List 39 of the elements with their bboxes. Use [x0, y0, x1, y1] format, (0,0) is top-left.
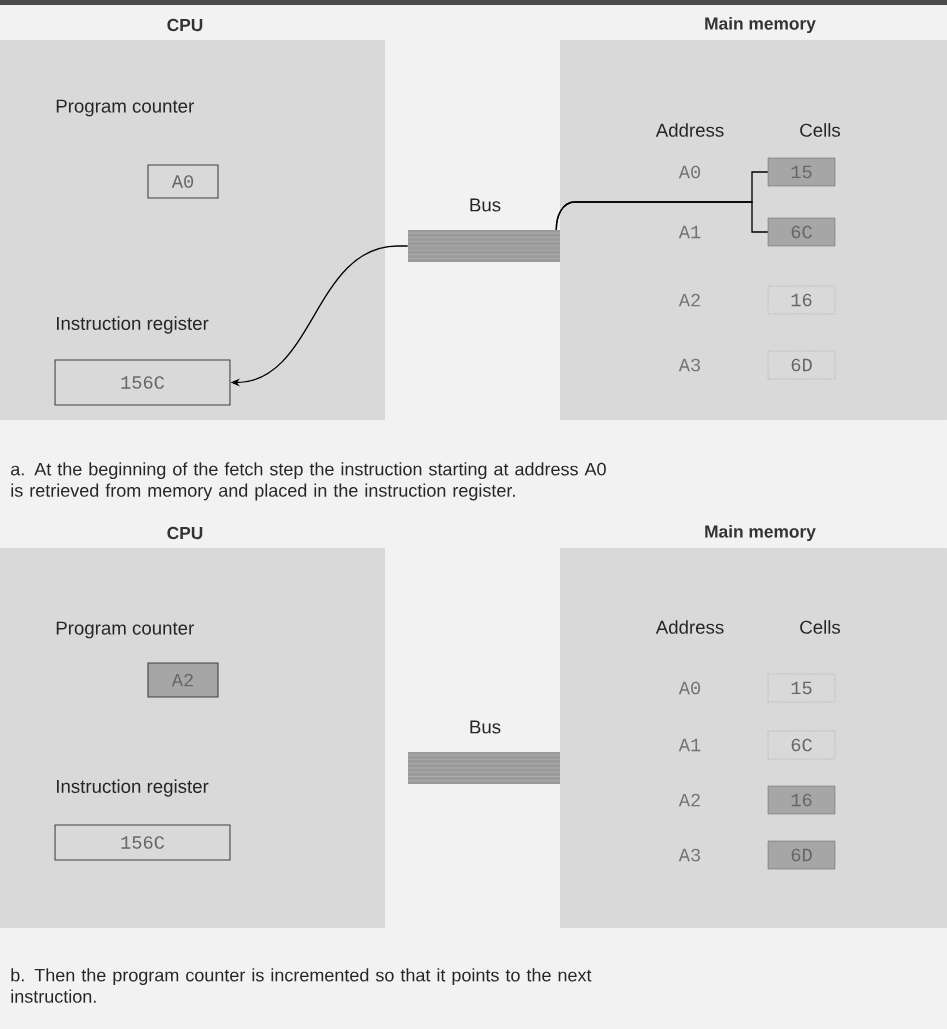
register-box: 156C [54, 824, 231, 861]
address-label: A1 [678, 225, 701, 239]
column-header: Cells [800, 620, 841, 634]
node-label: Bus [470, 720, 501, 734]
node-label: Main memory [705, 524, 816, 542]
memory-cell: 16 [767, 785, 836, 815]
memory-cell: 6C [767, 217, 836, 247]
address-label: A0 [678, 165, 701, 179]
address-label: A1 [678, 738, 701, 752]
register-box: A0 [147, 164, 219, 199]
node-label: CPU [167, 18, 203, 32]
memory-cell: 15 [767, 673, 836, 703]
register-label: Instruction register [57, 316, 209, 334]
caption: a. At the beginning of the fetch step the instruction starting at address A0 is retrieved from memory and placed in the instruction register. [11, 462, 606, 501]
address-label: A2 [678, 293, 700, 307]
memory-cell: 6D [767, 350, 836, 380]
bus: Bus [407, 198, 561, 262]
caption: b. Then the program counter is incremented so that it points to the next instruction. [11, 968, 592, 1003]
node-label: Main memory [705, 16, 816, 34]
connector [555, 201, 769, 233]
memory-cell: 16 [767, 285, 836, 315]
column-header: Address [655, 123, 724, 137]
column-header: Address [655, 620, 724, 634]
address-label: A2 [678, 793, 700, 807]
bus: Bus [407, 720, 561, 784]
node-label: CPU [167, 526, 203, 540]
register-label: Program counter [56, 621, 194, 639]
address-label: A3 [678, 848, 700, 862]
memory-cell: 15 [767, 157, 836, 187]
register-box: A2 [147, 662, 219, 698]
memory-cell: 6D [767, 840, 836, 870]
address-label: A0 [678, 681, 701, 695]
address-label: A3 [678, 358, 700, 372]
memory-cell: 6C [767, 730, 836, 760]
register-label: Program counter [56, 99, 194, 117]
node-label: Bus [470, 198, 501, 212]
register-box: 156C [54, 359, 231, 406]
register-label: Instruction register [57, 779, 209, 797]
column-header: Cells [800, 123, 841, 137]
